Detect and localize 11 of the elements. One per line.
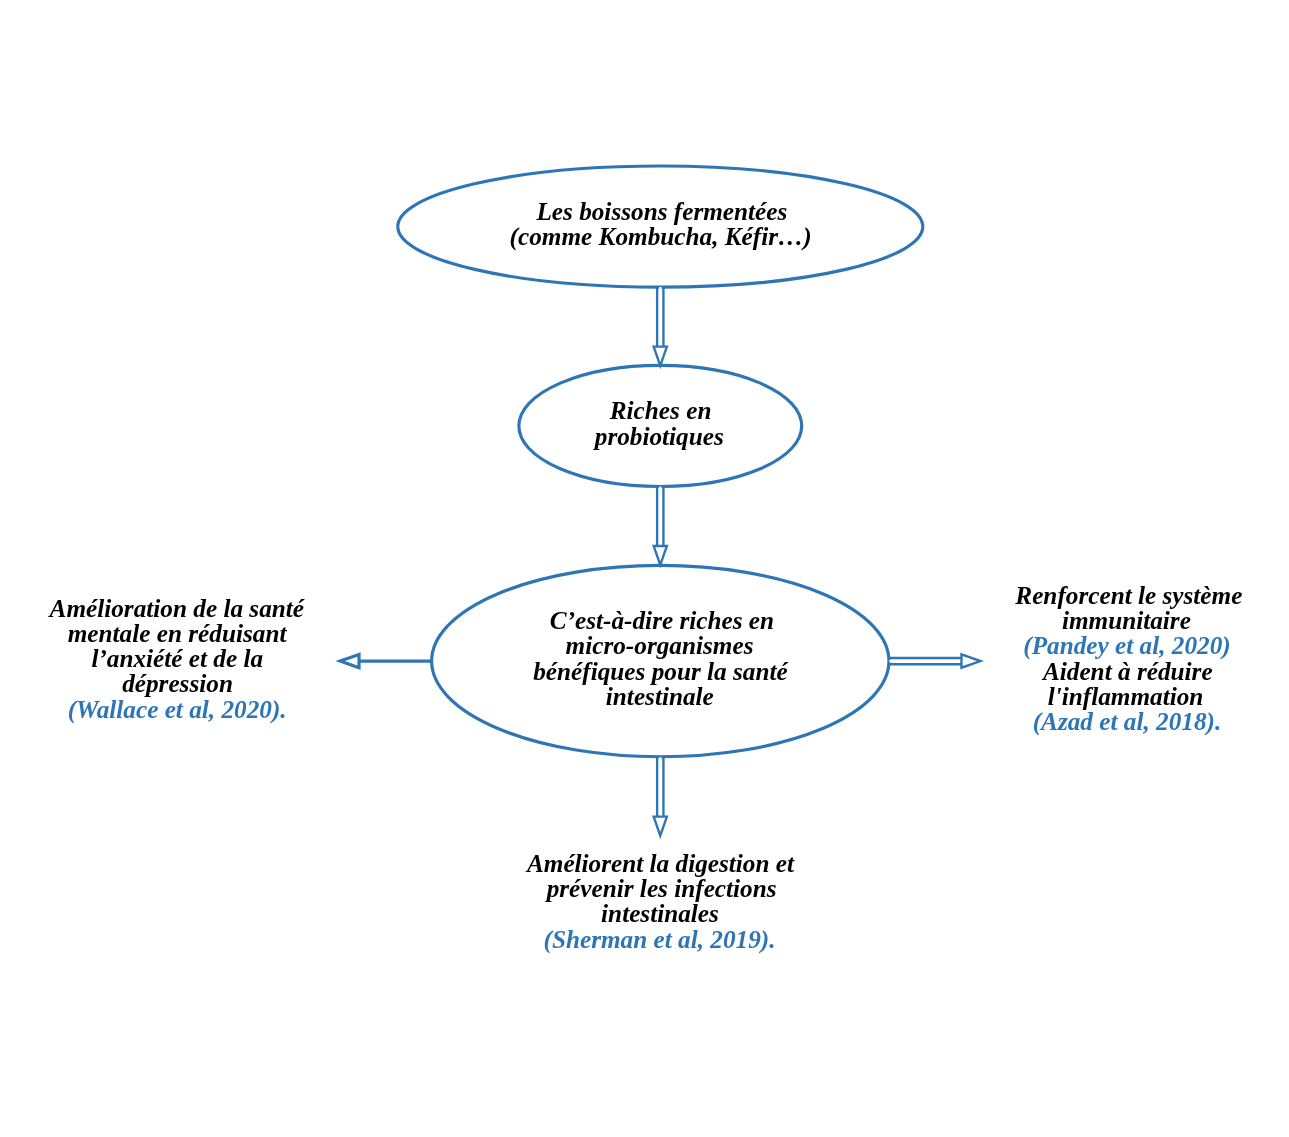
node-text: Améliorent la digestion et prévenir les infections intestinales (Sherman et al, 2019). [526, 849, 795, 953]
arrow [651, 286, 669, 369]
node-ellipse: C’est-à-dire riches en micro-organismes bénéfiques pour la santé intestinale [430, 563, 891, 758]
node-ellipse: Riches en probiotiques [517, 363, 804, 488]
arrow [651, 756, 669, 839]
arrow [335, 651, 432, 670]
arrow [651, 486, 669, 568]
arrow [889, 652, 984, 669]
node-ellipse: Les boissons fermentées (comme Kombucha, Kéfir…) [396, 163, 925, 289]
node-text: Renforcent le système immunitaire (Pandey et al, 2020) Aident à réduire l'inflammation (Azad et al, 2018). [1015, 581, 1243, 735]
node-text: Amélioration de la santé mentale en réduisant l’anxiété et de la dépression (Wallace et al, 2020). [49, 594, 305, 723]
